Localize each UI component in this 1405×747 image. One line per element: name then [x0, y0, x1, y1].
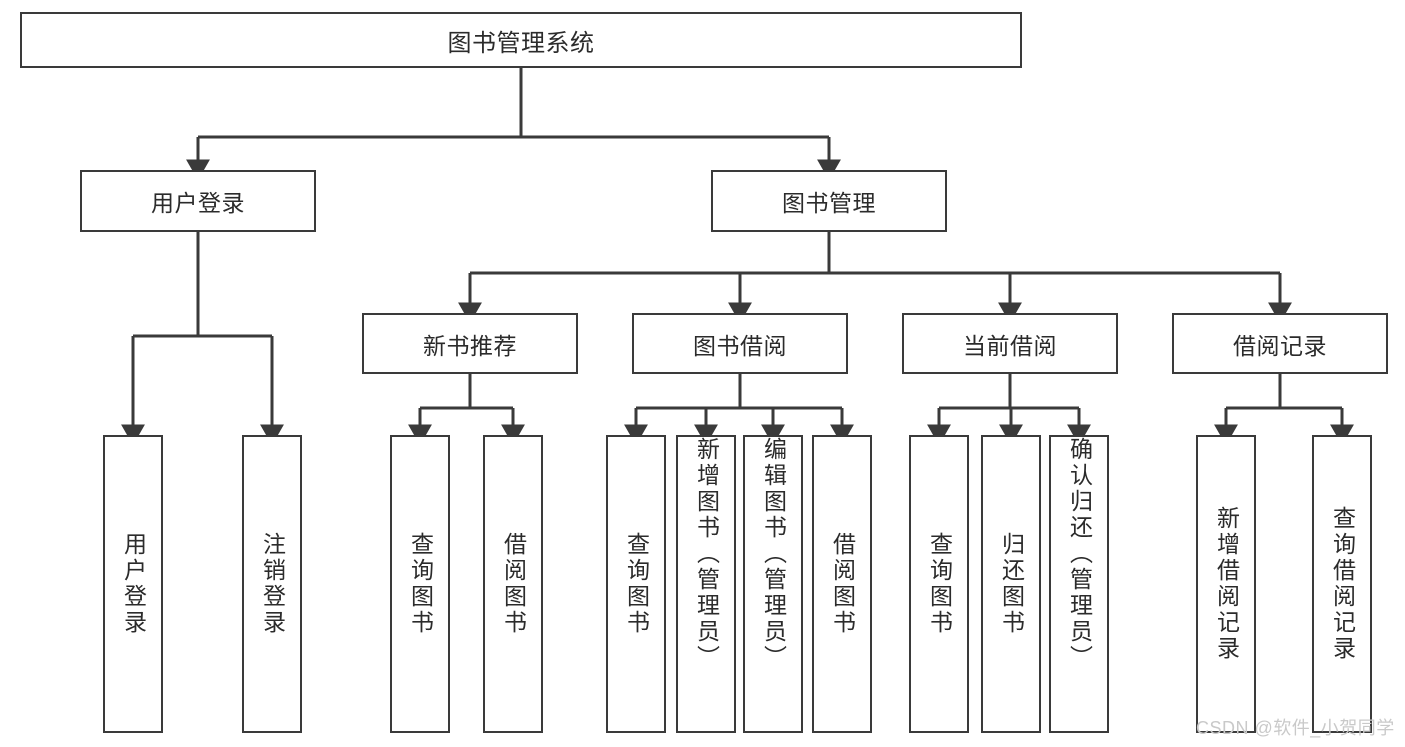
leaf-query-book-1[interactable]: 查询图书 [390, 435, 450, 733]
leaf-query-book-2-label: 查询图书 [623, 532, 650, 636]
leaf-confirm-return[interactable]: 确认归还（管理员） [1049, 435, 1109, 733]
leaf-return-book-label: 归还图书 [998, 532, 1025, 636]
node-borrow-record[interactable]: 借阅记录 [1172, 313, 1388, 374]
node-book-manage[interactable]: 图书管理 [711, 170, 947, 232]
leaf-user-login-label: 用户登录 [120, 532, 147, 636]
leaf-query-book-3-label: 查询图书 [926, 532, 953, 636]
leaf-logout-label: 注销登录 [259, 532, 286, 636]
leaf-add-book-label: 新增图书（管理员） [693, 437, 720, 671]
leaf-return-book[interactable]: 归还图书 [981, 435, 1041, 733]
leaf-add-record-label: 新增借阅记录 [1213, 506, 1240, 662]
leaf-logout[interactable]: 注销登录 [242, 435, 302, 733]
leaf-borrow-book-1-label: 借阅图书 [500, 532, 527, 636]
leaf-user-login[interactable]: 用户登录 [103, 435, 163, 733]
leaf-confirm-return-label: 确认归还（管理员） [1066, 437, 1093, 671]
leaf-edit-book-label: 编辑图书（管理员） [760, 437, 787, 671]
leaf-query-record[interactable]: 查询借阅记录 [1312, 435, 1372, 733]
node-book-manage-label: 图书管理 [782, 190, 876, 216]
leaf-query-book-3[interactable]: 查询图书 [909, 435, 969, 733]
leaf-borrow-book-2-label: 借阅图书 [829, 532, 856, 636]
node-book-borrow-label: 图书借阅 [693, 332, 787, 359]
node-new-book-rec-label: 新书推荐 [423, 332, 517, 359]
leaf-add-record[interactable]: 新增借阅记录 [1196, 435, 1256, 733]
node-new-book-rec[interactable]: 新书推荐 [362, 313, 578, 374]
leaf-borrow-book-2[interactable]: 借阅图书 [812, 435, 872, 733]
leaf-edit-book[interactable]: 编辑图书（管理员） [743, 435, 803, 733]
node-book-borrow[interactable]: 图书借阅 [632, 313, 848, 374]
leaf-borrow-book-1[interactable]: 借阅图书 [483, 435, 543, 733]
leaf-query-book-2[interactable]: 查询图书 [606, 435, 666, 733]
node-user-login[interactable]: 用户登录 [80, 170, 316, 232]
node-current-borrow[interactable]: 当前借阅 [902, 313, 1118, 374]
node-borrow-record-label: 借阅记录 [1233, 332, 1327, 359]
leaf-add-book[interactable]: 新增图书（管理员） [676, 435, 736, 733]
leaf-query-book-1-label: 查询图书 [407, 532, 434, 636]
node-user-login-label: 用户登录 [151, 190, 245, 216]
node-root[interactable]: 图书管理系统 [20, 12, 1022, 68]
leaf-query-record-label: 查询借阅记录 [1329, 506, 1356, 662]
node-root-label: 图书管理系统 [447, 29, 595, 57]
node-current-borrow-label: 当前借阅 [963, 332, 1057, 359]
